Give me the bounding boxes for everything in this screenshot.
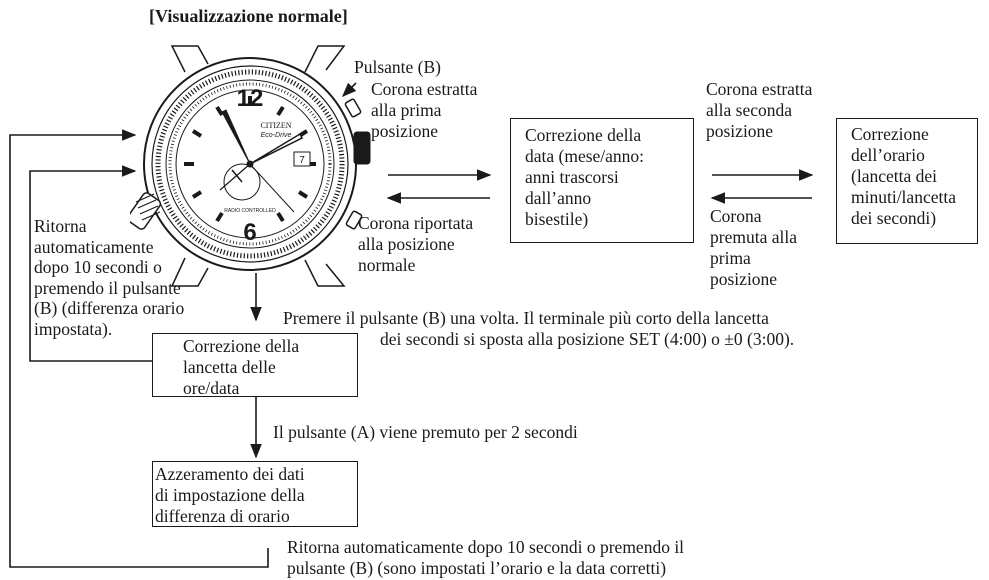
label-crown-back-normal: Corona riportata alla posizione normale	[358, 213, 474, 275]
brand-logo: CITIZEN	[260, 121, 291, 130]
watch-illustration: 12 6 CITIZEN Eco-Drive 7 RADIO CONTROLLE…	[130, 45, 371, 287]
box-date-correction: Correzione della data (mese/anno: anni t…	[510, 118, 694, 243]
radio-controlled-text: RADIO CONTROLLED	[224, 208, 276, 214]
label-return-auto-left: Ritorna automaticamente dopo 10 secondi …	[34, 216, 185, 339]
box-time-correction: Correzione dell’orario (lancetta dei min…	[836, 118, 978, 244]
return-loop-outer	[9, 129, 269, 568]
box-hour-date-correction: Correzione della lancetta delle ore/data	[152, 333, 358, 398]
label-crown-pushed-first: Corona premuta alla prima posizione	[710, 206, 797, 289]
label-crown-first-position: Corona estratta alla prima posizione	[371, 79, 478, 141]
label-return-auto-bottom: Ritorna automaticamente dopo 10 secondi …	[287, 537, 685, 578]
box-reset-offset-text: Azzeramento dei dati di impostazione del…	[155, 464, 305, 526]
date-digit: 7	[299, 155, 305, 166]
return-loop-inner	[29, 165, 152, 362]
label-crown-second-position: Corona estratta alla seconda posizione	[706, 79, 813, 141]
page-title: [Visualizzazione normale]	[149, 6, 348, 26]
label-button-b: Pulsante (B)	[354, 57, 442, 77]
box-time-correction-text: Correzione dell’orario (lancetta dei min…	[851, 124, 956, 228]
box-hour-date-correction-text: Correzione della lancetta delle ore/data	[183, 336, 300, 398]
label-press-a: Il pulsante (A) viene premuto per 2 seco…	[273, 422, 578, 442]
box-date-correction-text: Correzione della data (mese/anno: anni t…	[525, 125, 645, 229]
box-reset-offset: Azzeramento dei dati di impostazione del…	[152, 461, 358, 527]
label-press-b-line2: dei secondi si sposta alla posizione SET…	[380, 329, 795, 349]
sub-brand: Eco-Drive	[261, 132, 292, 139]
label-press-b-line1: Premere il pulsante (B) una volta. Il te…	[283, 308, 769, 328]
numeral-12: 12	[237, 85, 264, 112]
button-b-pointer	[341, 82, 357, 98]
numeral-6: 6	[243, 219, 256, 246]
